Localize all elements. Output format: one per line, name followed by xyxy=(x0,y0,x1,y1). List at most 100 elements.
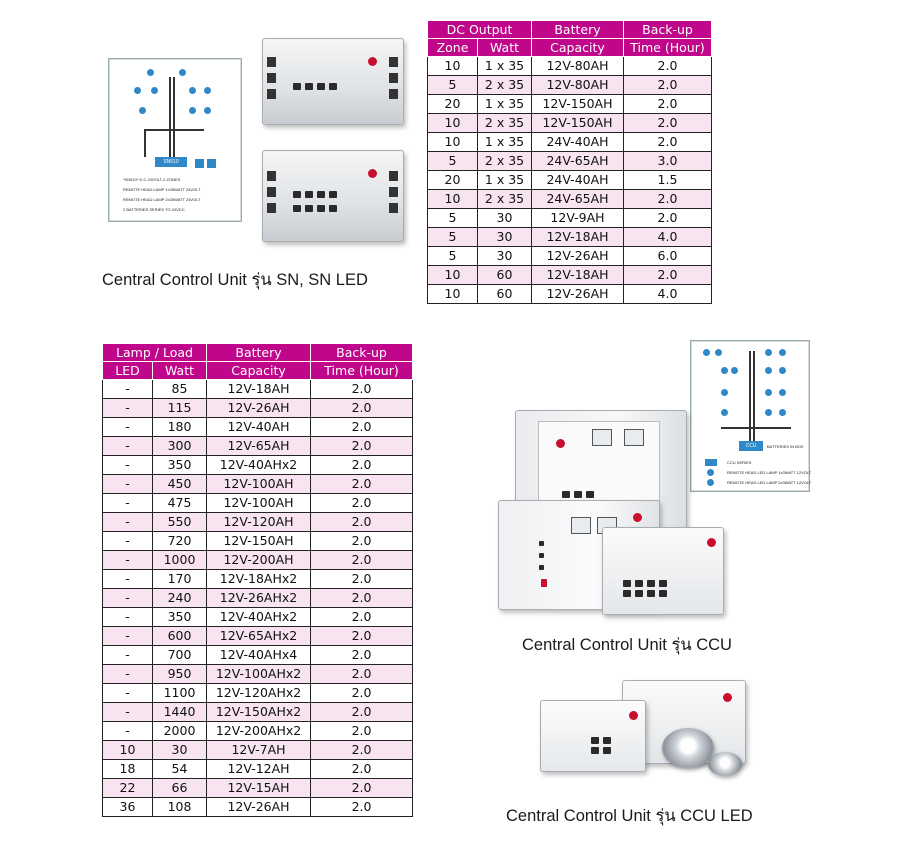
button-key xyxy=(293,205,301,212)
header-dc-output: DC Output xyxy=(427,20,532,39)
brand-logo-icon xyxy=(368,57,377,66)
table-cell: 2 x 35 xyxy=(477,113,532,133)
header-capacity: Capacity xyxy=(206,361,312,380)
lamp-icon xyxy=(721,367,728,374)
lamp-icon xyxy=(779,389,786,396)
header-watt: Watt xyxy=(477,38,532,57)
table-cell: 1100 xyxy=(151,683,208,703)
lamp-icon xyxy=(204,87,211,94)
table-cell: 2.0 xyxy=(310,702,414,722)
table-cell: - xyxy=(102,550,153,570)
table-cell: 12V-150AH xyxy=(531,113,624,133)
table-cell: 60 xyxy=(477,284,532,304)
table-cell: 2 x 35 xyxy=(477,75,532,95)
table-cell: 2.0 xyxy=(310,512,414,532)
table-cell: 66 xyxy=(151,778,208,798)
table-cell: 12V-150AHx2 xyxy=(206,702,312,722)
table-cell: - xyxy=(102,607,153,627)
wire xyxy=(144,129,146,157)
table-cell: - xyxy=(102,721,153,741)
sn-led-unit-photo xyxy=(262,150,404,242)
table-cell: 4.0 xyxy=(623,227,712,247)
table-cell: 300 xyxy=(151,436,208,456)
table-cell: 108 xyxy=(151,797,208,817)
table-cell: 12V-65AH xyxy=(206,436,312,456)
table-cell: 2.0 xyxy=(310,417,414,437)
table-cell: 12V-65AHx2 xyxy=(206,626,312,646)
table-cell: 12V-120AHx2 xyxy=(206,683,312,703)
table-cell: 2.0 xyxy=(623,113,712,133)
ccu-unit-box: CCU xyxy=(739,441,763,451)
table-cell: - xyxy=(102,436,153,456)
button-key xyxy=(623,590,631,597)
table-cell: 24V-40AH xyxy=(531,170,624,190)
table-cell: 10 xyxy=(427,56,478,76)
table-cell: 2.0 xyxy=(310,626,414,646)
button-key xyxy=(305,83,313,90)
voltmeter-icon xyxy=(592,429,612,446)
table-cell: 12V-80AH xyxy=(531,75,624,95)
lamp-icon xyxy=(765,409,772,416)
battery-icon xyxy=(195,159,204,168)
brand-logo-icon xyxy=(629,711,638,720)
table-cell: 10 xyxy=(427,132,478,152)
button-key xyxy=(539,541,544,546)
lamp-icon xyxy=(134,87,141,94)
table-cell: 2.0 xyxy=(623,189,712,209)
brand-logo-icon xyxy=(368,169,377,178)
table-cell: 2.0 xyxy=(310,493,414,513)
table-cell: 4.0 xyxy=(623,284,712,304)
table-cell: 36 xyxy=(102,797,153,817)
button-key xyxy=(591,737,599,744)
table-cell: 12V-100AHx2 xyxy=(206,664,312,684)
lamp-icon xyxy=(707,469,714,476)
table-cell: 18 xyxy=(102,759,153,779)
ccu-wiring-diagram: CCU BATTERIES IN BOX CCU SERIES REMOTE H… xyxy=(690,340,812,492)
table-cell: 700 xyxy=(151,645,208,665)
vent xyxy=(389,89,398,99)
table-cell: 30 xyxy=(151,740,208,760)
header-time: Time (Hour) xyxy=(310,361,414,380)
table-cell: 2.0 xyxy=(310,436,414,456)
table-cell: 12V-7AH xyxy=(206,740,312,760)
table-cell: 2.0 xyxy=(310,379,414,399)
button-key xyxy=(329,205,337,212)
table-cell: 2.0 xyxy=(310,740,414,760)
table-cell: 24V-65AH xyxy=(531,151,624,171)
button-key xyxy=(574,491,582,498)
table-cell: 450 xyxy=(151,474,208,494)
table-cell: 2000 xyxy=(151,721,208,741)
table-cell: 54 xyxy=(151,759,208,779)
table-cell: - xyxy=(102,398,153,418)
brand-logo-icon xyxy=(556,439,565,448)
table-cell: 12V-18AHx2 xyxy=(206,569,312,589)
vent xyxy=(389,57,398,67)
table-cell: 10 xyxy=(427,284,478,304)
lamp-icon xyxy=(779,349,786,356)
table-cell: 2.0 xyxy=(623,94,712,114)
table-cell: 2.0 xyxy=(310,721,414,741)
table-cell: 12V-40AHx2 xyxy=(206,455,312,475)
button-key xyxy=(317,205,325,212)
table-cell: 2.0 xyxy=(310,797,414,817)
lamp-icon xyxy=(721,389,728,396)
table-cell: 2.0 xyxy=(623,75,712,95)
wire xyxy=(753,351,755,441)
table-cell: 30 xyxy=(477,227,532,247)
table-cell: 5 xyxy=(427,246,478,266)
lamp-icon xyxy=(765,367,772,374)
table-cell: - xyxy=(102,645,153,665)
brand-logo-icon xyxy=(633,513,642,522)
ccu-legend-line-3: REMOTE HEAD LED LAMP 2x3WATT 12VOLT xyxy=(727,480,812,485)
button-key xyxy=(603,737,611,744)
